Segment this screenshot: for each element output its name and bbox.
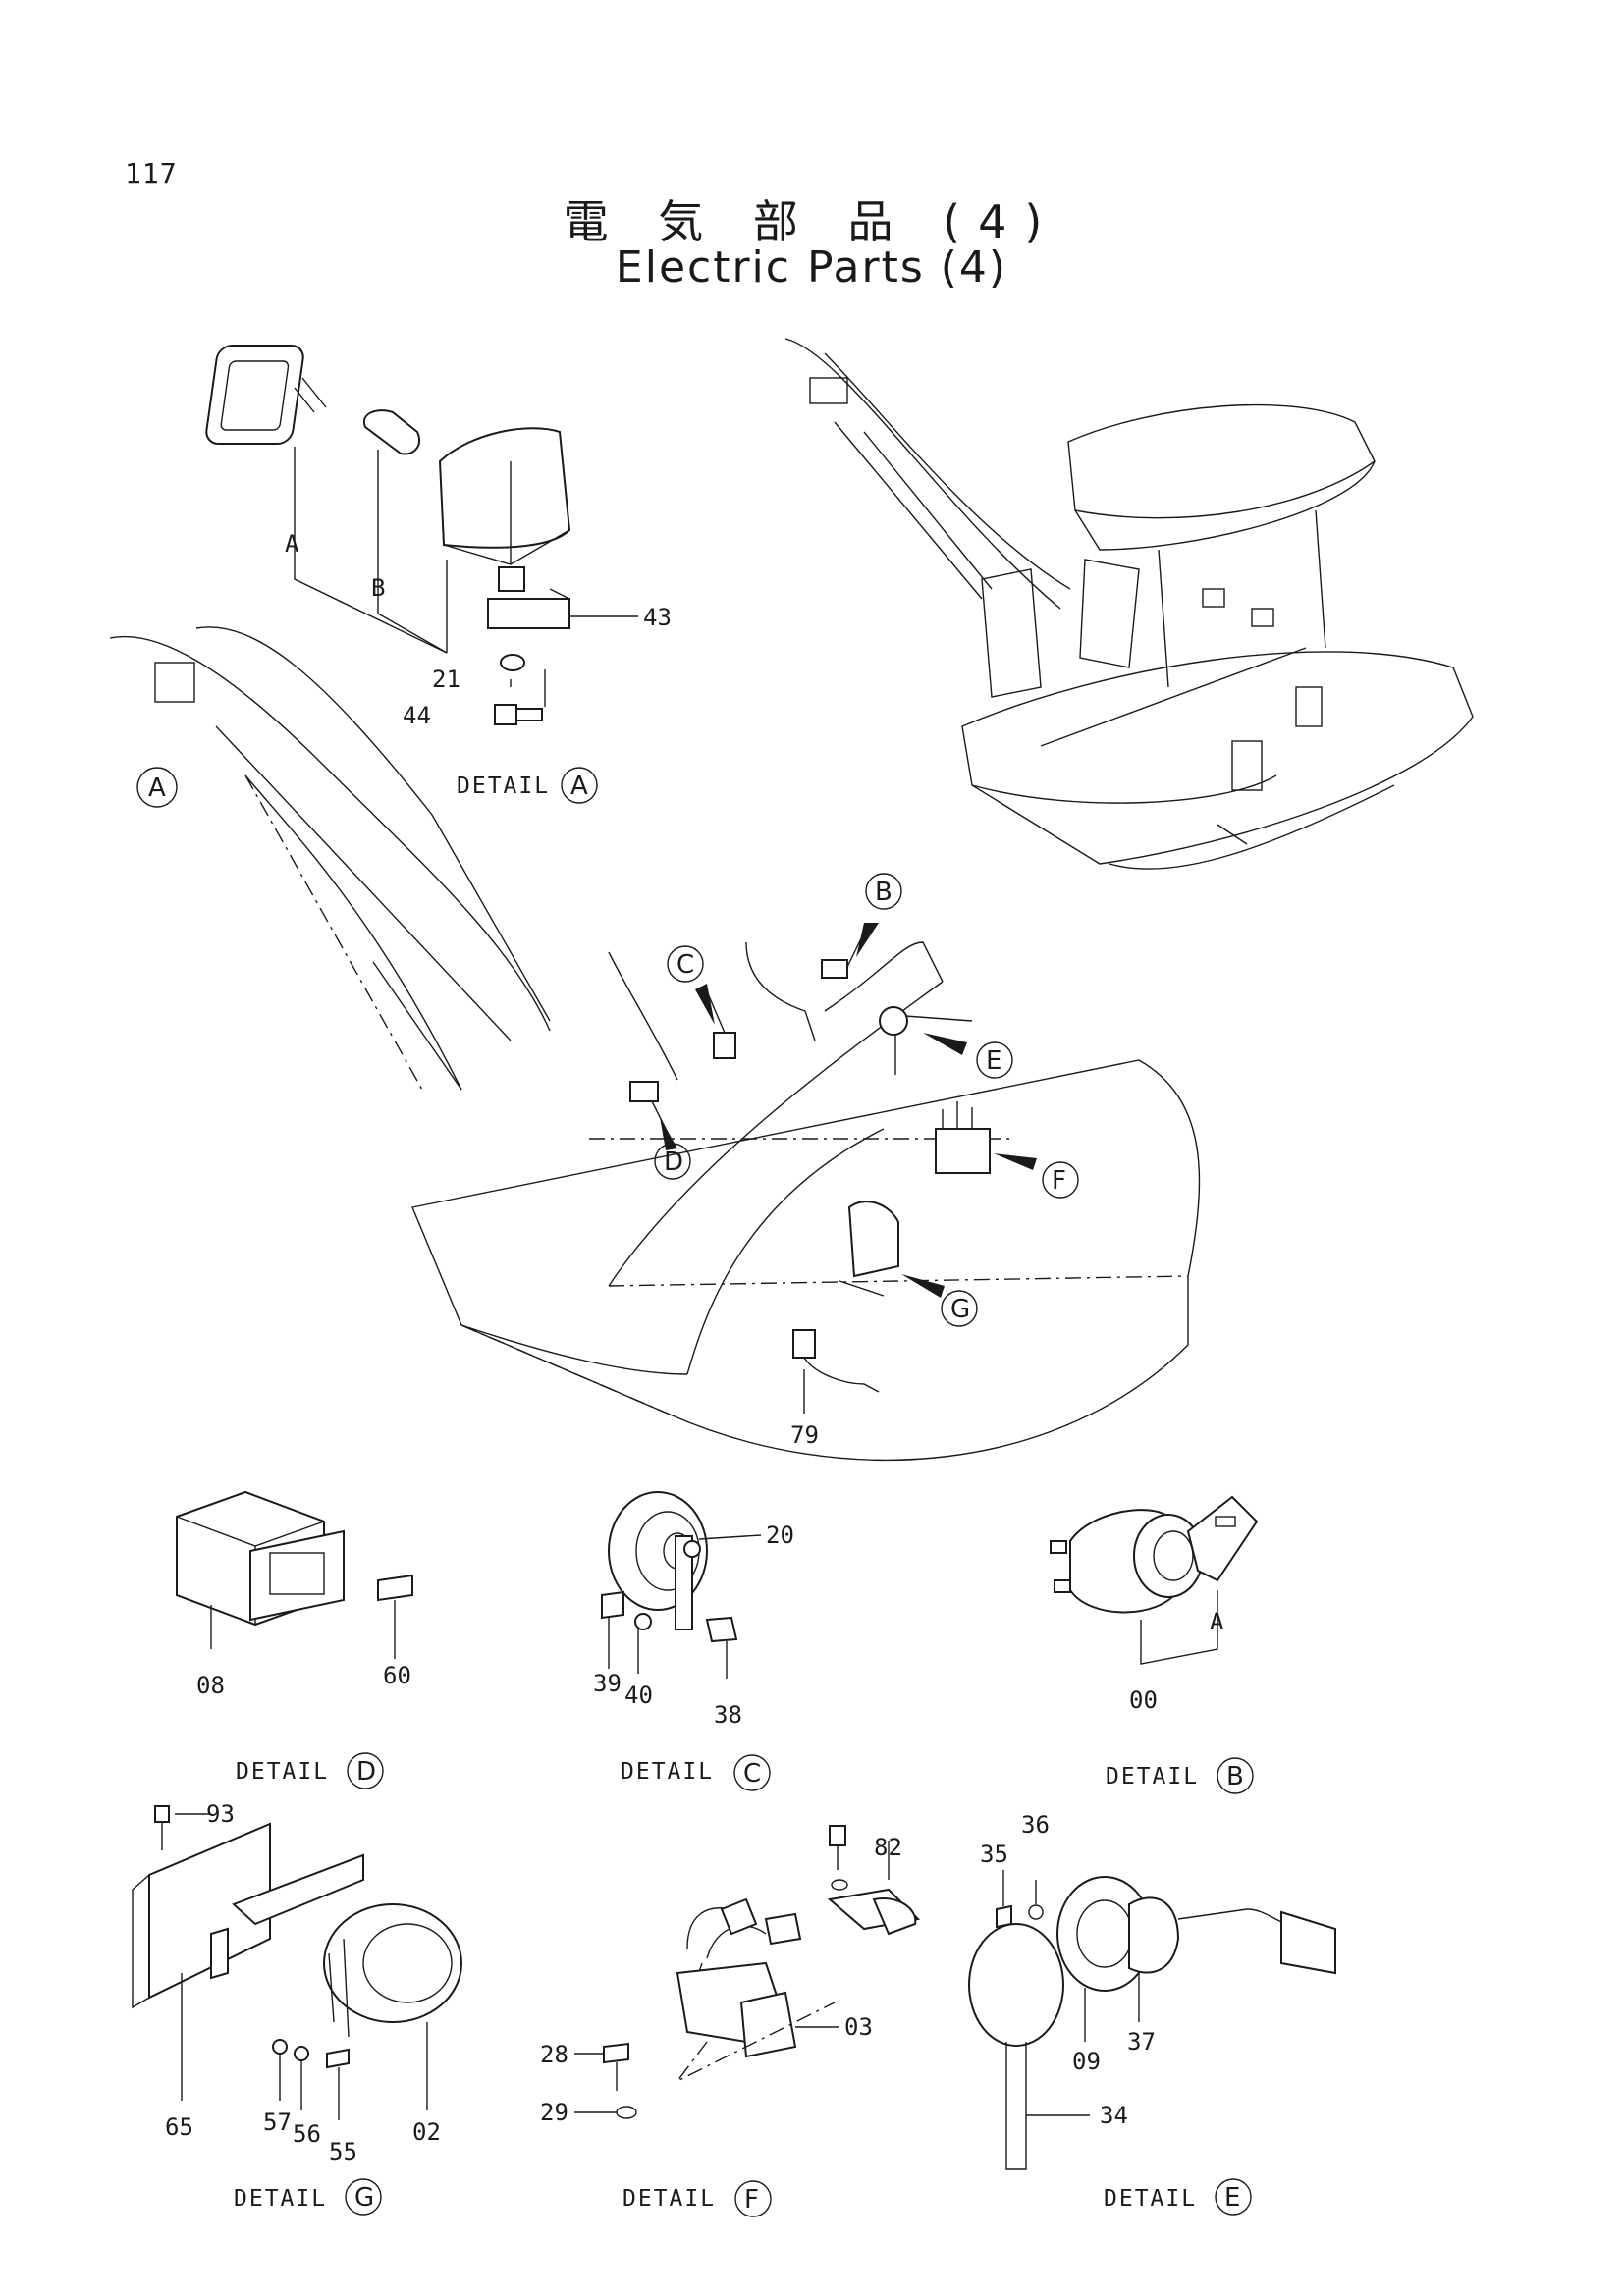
detail-c-letter: C (743, 1759, 761, 1789)
detail-b-letter: B (1226, 1762, 1244, 1791)
part-number-28: 28 (540, 2041, 568, 2068)
detail-g-buzzer-bracket (132, 1805, 462, 2120)
part-number-44: 44 (403, 702, 431, 729)
detail-c-caption: DETAIL (621, 1759, 714, 1785)
body-callout-e (879, 1006, 1013, 1079)
detail-d-circle (347, 1752, 384, 1789)
detail-e-circle (1215, 2178, 1252, 2216)
part-number-82: 82 (874, 1834, 902, 1861)
part-number-55: 55 (329, 2138, 357, 2165)
callout-d-letter: D (664, 1148, 683, 1177)
detail-e-caption: DETAIL (1104, 2186, 1197, 2212)
detail-f-caption: DETAIL (622, 2186, 716, 2212)
detail-e-letter: E (1224, 2183, 1240, 2213)
detail-g-circle (345, 2178, 382, 2216)
body-callout-f (935, 1101, 1079, 1199)
part-number-43: 43 (643, 604, 672, 631)
part-number-35: 35 (980, 1841, 1008, 1868)
part-number-37: 37 (1127, 2028, 1156, 2056)
part-number-39: 39 (593, 1670, 622, 1697)
detail-b-key-switch (1050, 1495, 1259, 1665)
part-number-40: 40 (624, 1682, 653, 1709)
part-number-60: 60 (383, 1662, 411, 1689)
part-number-93: 93 (206, 1800, 235, 1828)
detail-b-circle (1217, 1757, 1254, 1794)
part-number-34: 34 (1100, 2102, 1128, 2129)
page-title-english: Electric Parts (4) (615, 242, 1008, 293)
detail-a-caption: DETAIL (457, 774, 550, 799)
callout-e-letter: E (986, 1046, 1001, 1076)
detail-d-letter: D (356, 1757, 376, 1787)
detail-a-leader-b-label: B (371, 574, 385, 602)
detail-c-circle (733, 1754, 771, 1791)
part-number-65: 65 (165, 2113, 193, 2141)
detail-d-relay (176, 1490, 413, 1659)
part-number-00: 00 (1129, 1686, 1158, 1714)
part-number-36: 36 (1021, 1811, 1050, 1839)
part-number-09: 09 (1072, 2048, 1101, 2075)
body-callout-d (629, 1081, 691, 1180)
detail-g-letter: G (354, 2183, 374, 2213)
body-callout-b (821, 873, 902, 979)
detail-a-circle (561, 767, 598, 804)
detail-g-caption: DETAIL (234, 2186, 327, 2212)
part-number-38: 38 (714, 1701, 742, 1729)
detail-d-caption: DETAIL (236, 1759, 329, 1785)
detail-f-letter: F (744, 2185, 759, 2215)
work-light-location (154, 662, 195, 703)
excavator-body-illustration (109, 626, 1201, 1462)
page-number: 117 (125, 157, 178, 189)
body-callout-g (839, 1201, 978, 1327)
page-title-japanese: 電 気 部 品 (4) (563, 195, 1060, 248)
detail-f-switch-harness (574, 1825, 921, 2119)
part-number-20: 20 (766, 1522, 794, 1549)
detail-e-lever-switch (968, 1870, 1336, 2170)
detail-a-work-light (205, 345, 638, 725)
callout-f-letter: F (1052, 1166, 1066, 1196)
detail-f-circle (734, 2180, 772, 2217)
part-number-79: 79 (790, 1421, 819, 1449)
callout-a-letter: A (148, 774, 166, 803)
callout-b-letter: B (875, 878, 893, 907)
part-number-56: 56 (293, 2120, 321, 2148)
part-number-29: 29 (540, 2099, 568, 2126)
excavator-overview-illustration (784, 338, 1474, 870)
detail-b-leader-a-label: A (1210, 1608, 1224, 1635)
part-number-08: 08 (196, 1672, 225, 1699)
callout-c-letter: C (676, 950, 694, 980)
detail-a-letter: A (570, 772, 588, 801)
part-number-57: 57 (263, 2109, 292, 2136)
part-number-03: 03 (844, 2013, 873, 2041)
callout-g-letter: G (950, 1295, 970, 1324)
part-number-02: 02 (412, 2118, 441, 2146)
detail-c-horn (601, 1491, 762, 1679)
body-callout-c (667, 945, 736, 1059)
part-number-21: 21 (432, 666, 460, 693)
detail-a-leader-a-label: A (285, 530, 299, 558)
part-79-sensor (792, 1329, 880, 1414)
detail-b-caption: DETAIL (1106, 1764, 1199, 1789)
callout-a-circle (136, 767, 178, 808)
